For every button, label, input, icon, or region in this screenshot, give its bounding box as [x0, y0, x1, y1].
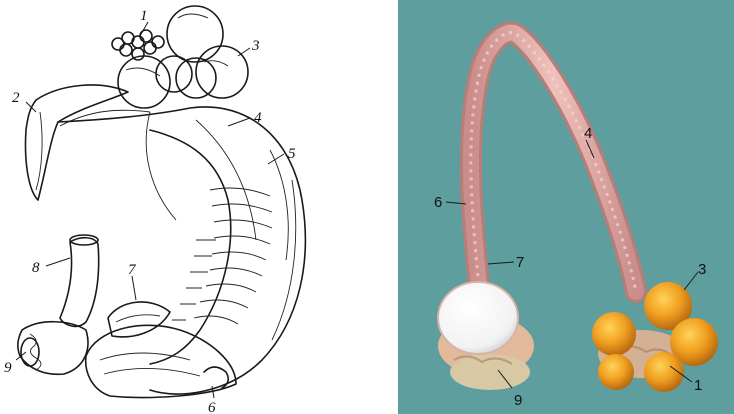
right-label-9: 9 — [514, 392, 522, 409]
right-label-3: 3 — [698, 261, 706, 278]
left-label-6: 6 — [208, 400, 216, 414]
right-label-6: 6 — [434, 194, 442, 211]
tube-structure — [60, 235, 99, 326]
white-egg — [438, 282, 518, 354]
oviduct-tube — [471, 33, 636, 300]
segmented-region — [172, 188, 272, 324]
line-drawing-svg: 1 2 3 4 5 6 7 8 9 — [0, 0, 368, 414]
specimen-photo-svg: 4 6 7 3 9 1 — [398, 0, 734, 414]
left-label-5: 5 — [288, 146, 296, 162]
right-label-4: 4 — [584, 125, 592, 142]
left-label-3: 3 — [251, 38, 260, 54]
right-label-7: 7 — [516, 254, 524, 271]
large-follicles — [118, 6, 248, 108]
left-label-8: 8 — [32, 260, 40, 276]
left-label-9: 9 — [4, 360, 12, 376]
left-label-1: 1 — [140, 8, 148, 24]
right-label-1: 1 — [694, 377, 702, 394]
follicle-cluster — [112, 30, 164, 60]
left-label-4: 4 — [254, 110, 262, 126]
anatomical-line-drawing: 1 2 3 4 5 6 7 8 9 — [0, 0, 368, 414]
specimen-photo: 4 6 7 3 9 1 — [398, 0, 734, 414]
left-label-2: 2 — [12, 90, 20, 106]
central-mass — [108, 302, 170, 337]
funnel-structure — [26, 85, 151, 200]
oviduct-loop — [58, 107, 305, 394]
left-label-7: 7 — [128, 262, 137, 278]
ruffled-mass — [18, 322, 88, 375]
